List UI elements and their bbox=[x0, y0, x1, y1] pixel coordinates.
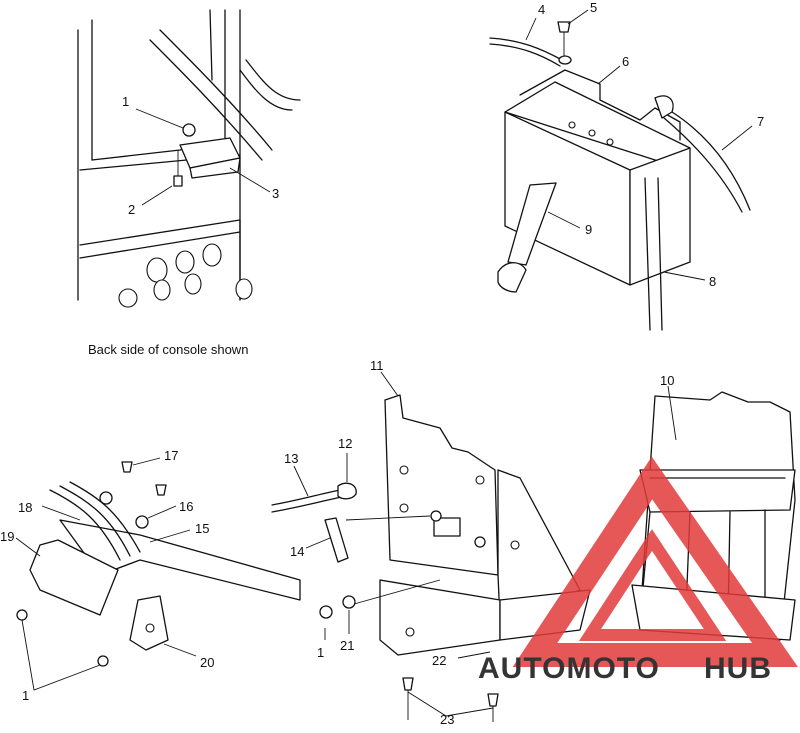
callout-16: 16 bbox=[179, 499, 193, 514]
console-assembly bbox=[77, 9, 301, 308]
callout-7: 7 bbox=[757, 114, 764, 129]
callout-8: 8 bbox=[709, 274, 716, 289]
callout-17: 17 bbox=[164, 448, 178, 463]
callout-22: 22 bbox=[432, 653, 446, 668]
callout-1-console: 1 bbox=[122, 94, 129, 109]
callout-13: 13 bbox=[284, 451, 298, 466]
callout-19: 19 bbox=[0, 529, 14, 544]
console-caption: Back side of console shown bbox=[88, 342, 248, 357]
callout-6: 6 bbox=[622, 54, 629, 69]
callout-1-left: 1 bbox=[22, 688, 29, 703]
callout-5: 5 bbox=[590, 0, 597, 15]
automotohub-watermark: AUTOMOTO HUB bbox=[478, 456, 798, 685]
callout-11: 11 bbox=[370, 358, 384, 373]
battery-box bbox=[631, 391, 796, 641]
callout-15: 15 bbox=[195, 521, 209, 536]
callout-9: 9 bbox=[585, 222, 592, 237]
watermark-text-gray: HUB bbox=[704, 652, 772, 685]
battery-bracket-assembly bbox=[271, 394, 591, 722]
callout-4: 4 bbox=[538, 2, 545, 17]
callout-20: 20 bbox=[200, 655, 214, 670]
callout-2-console: 2 bbox=[128, 202, 135, 217]
callout-21: 21 bbox=[340, 638, 354, 653]
battery-assembly bbox=[489, 21, 751, 331]
callout-10: 10 bbox=[660, 373, 674, 388]
watermark-text-red: AUTOMOTO bbox=[478, 652, 660, 685]
callout-1-bottom: 1 bbox=[317, 645, 324, 660]
callout-12: 12 bbox=[338, 436, 352, 451]
relay-assembly bbox=[16, 461, 301, 667]
callout-18: 18 bbox=[18, 500, 32, 515]
callout-3: 3 bbox=[272, 186, 279, 201]
callout-23: 23 bbox=[440, 712, 454, 727]
callout-14: 14 bbox=[290, 544, 304, 559]
